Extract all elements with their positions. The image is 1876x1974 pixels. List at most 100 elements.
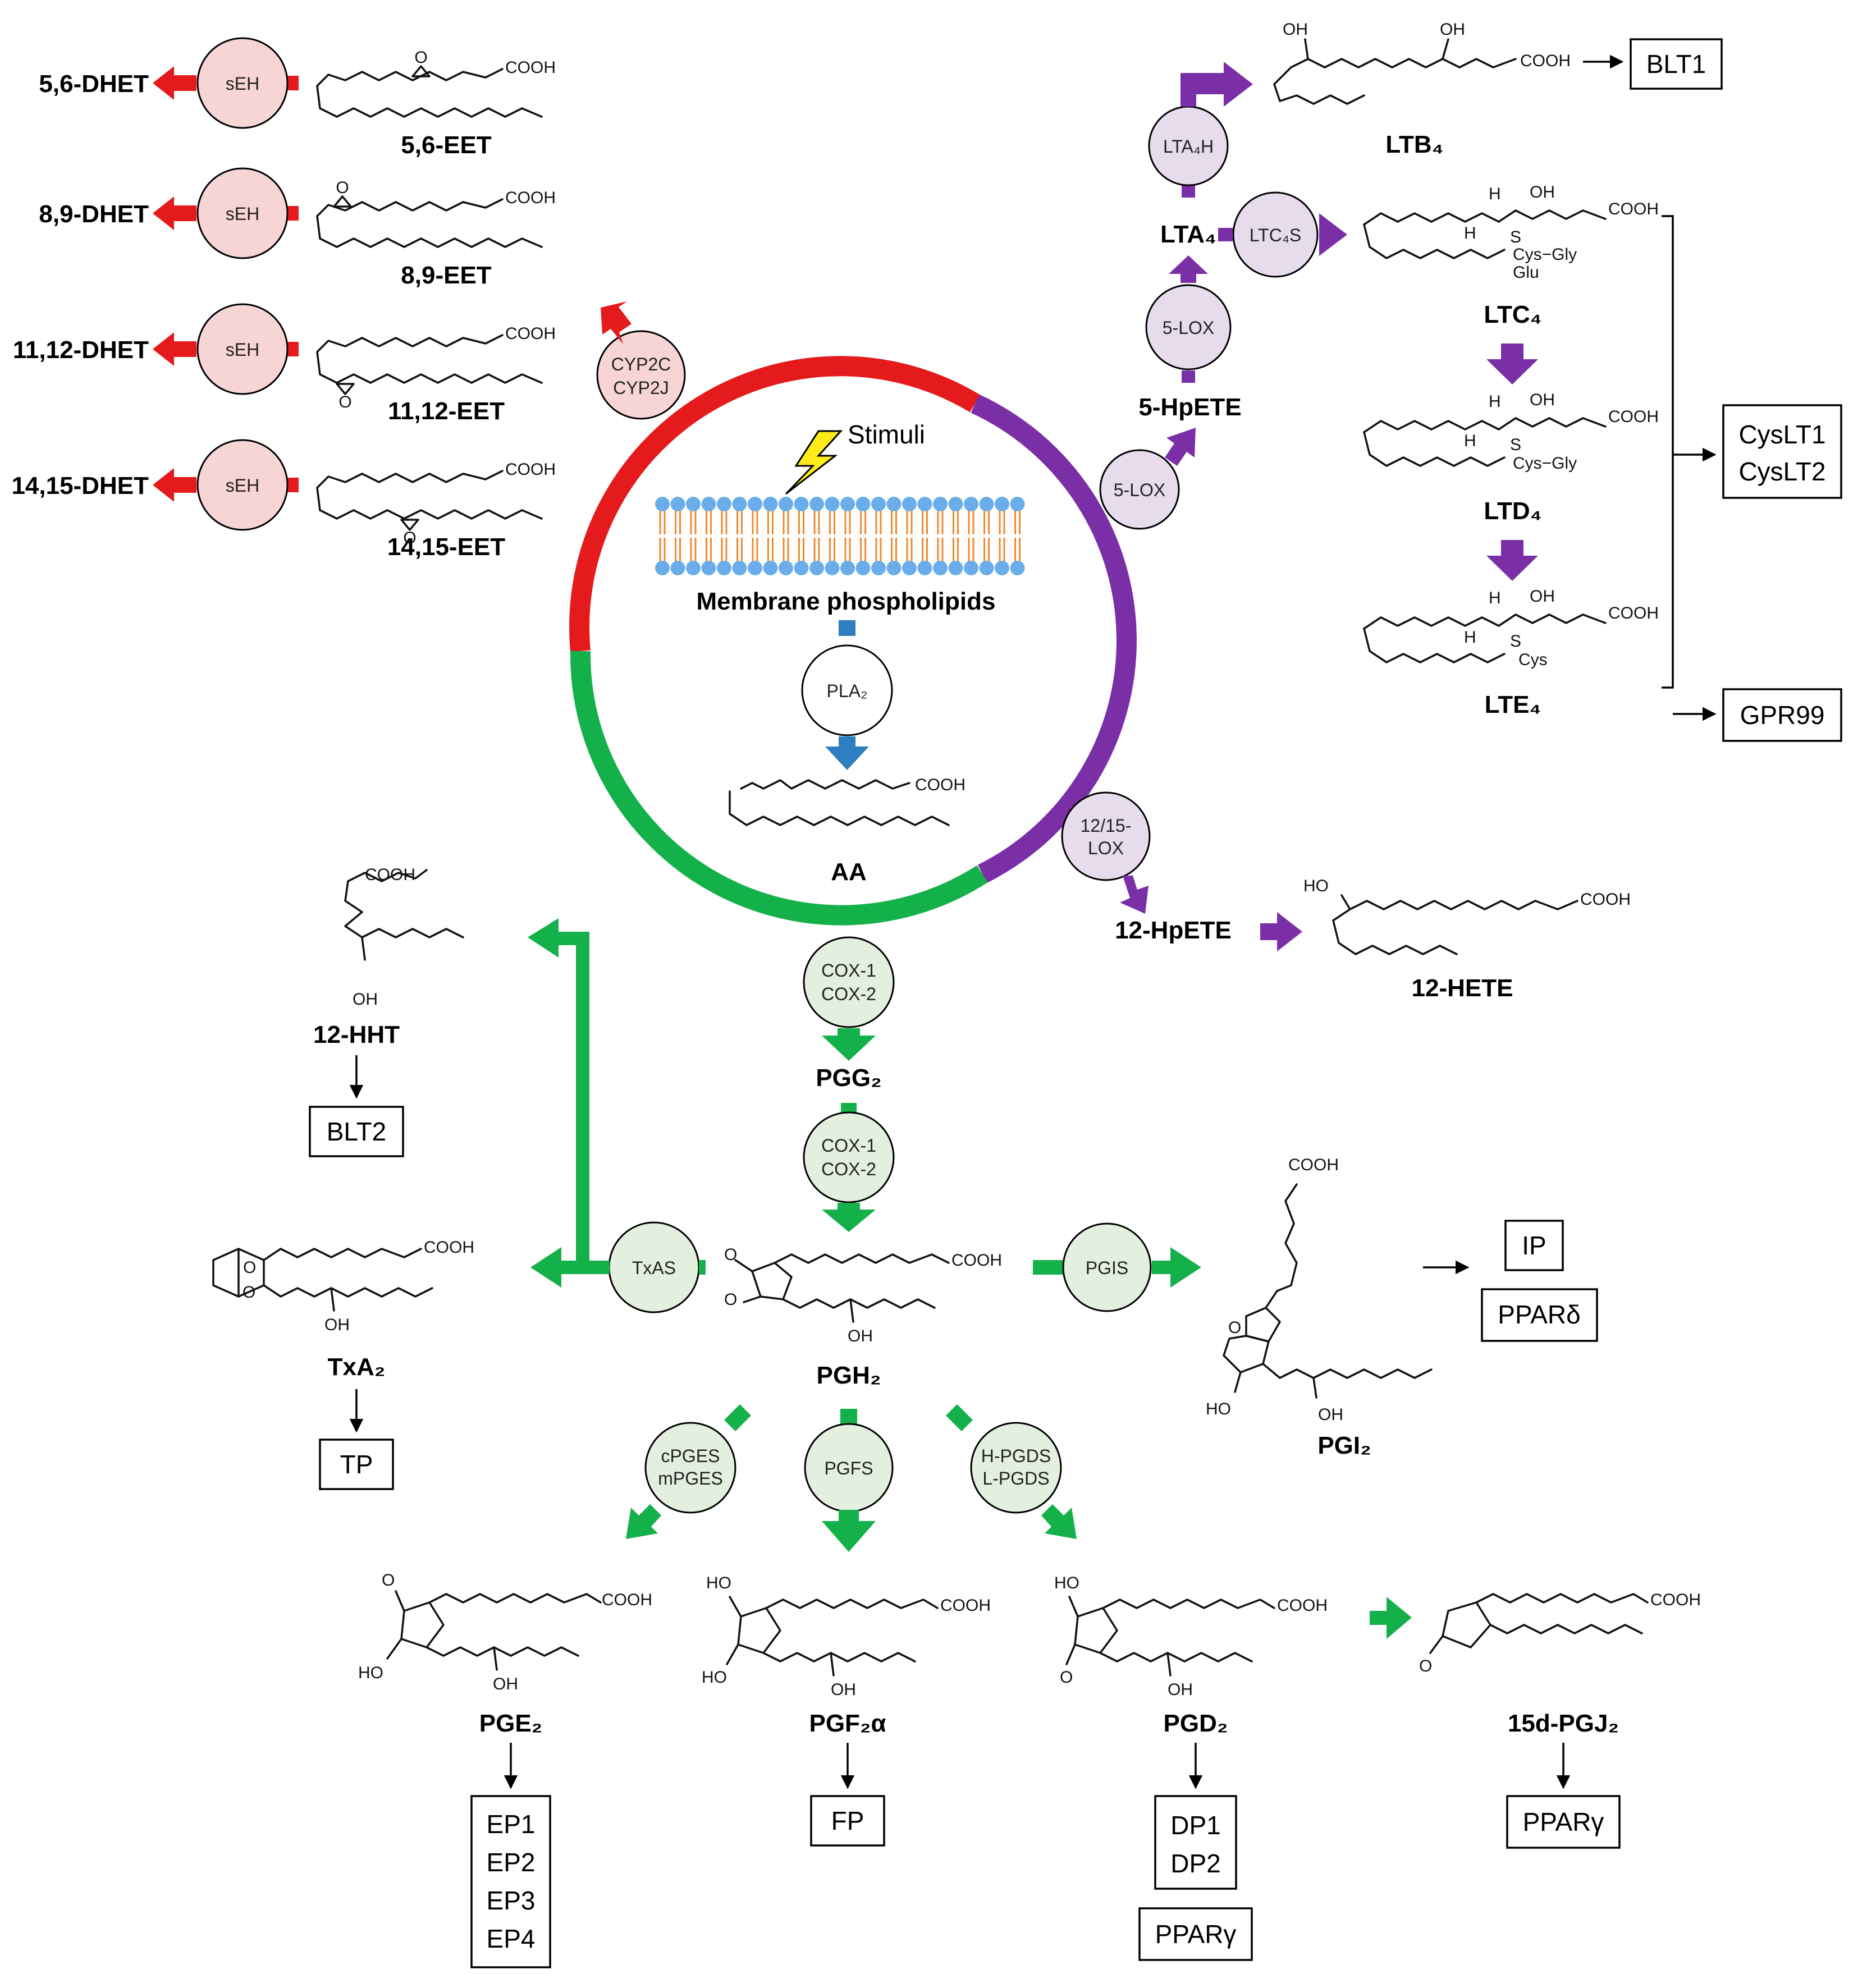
ltb4-oh-2: OH <box>1440 20 1465 39</box>
pge2-cooh: COOH <box>602 1591 652 1609</box>
cyp-ring-arc <box>569 356 981 652</box>
txa2-oh: OH <box>324 1316 350 1334</box>
pges-arrow-stem <box>724 1404 751 1431</box>
lipid-head <box>670 561 685 575</box>
pgd2-arrow <box>1041 1504 1077 1539</box>
stimuli-label: Stimuli <box>848 420 925 449</box>
pgf2a-label: PGF₂α <box>809 1710 886 1737</box>
cox-ring-arc <box>570 651 988 926</box>
lipid-head <box>794 561 809 575</box>
ltc4s-enzyme <box>1232 191 1319 278</box>
epoxide-o: O <box>338 393 351 411</box>
txa2-label: TxA₂ <box>328 1353 386 1381</box>
pgd2-cooh: COOH <box>1277 1596 1328 1615</box>
pparg-j-label: PPARγ <box>1523 1807 1604 1836</box>
txa2-arrow <box>530 1247 610 1288</box>
pge2-arrow <box>626 1504 661 1539</box>
ep3-label: EP3 <box>487 1886 536 1915</box>
12-hht-cooh: COOH <box>365 865 415 884</box>
cox-enzyme-1 <box>803 936 895 1028</box>
eet-label: 8,9-EET <box>401 262 492 289</box>
cox-1-label: COX-1 <box>821 960 876 981</box>
12-hpete-arrow <box>1120 876 1149 914</box>
ltb4-cooh: COOH <box>1520 52 1571 70</box>
pgg2-label: PGG₂ <box>816 1064 881 1092</box>
lipid-head <box>717 561 731 575</box>
5-hpete-label: 5-HpETE <box>1138 393 1241 421</box>
15d-pgj2-structure: O COOH <box>1419 1591 1701 1675</box>
pge2-o: O <box>382 1571 395 1590</box>
5-lox-enzyme <box>1145 284 1232 370</box>
dhet-arrow <box>153 468 196 502</box>
pgis-enzyme <box>1062 1222 1152 1312</box>
epoxide-o: O <box>403 529 416 547</box>
cox-2-label: COX-2 <box>821 984 876 1004</box>
pla2-enzyme <box>801 644 893 736</box>
lipid-head <box>748 561 762 575</box>
lipid-head <box>995 561 1009 575</box>
eet-chain-upper <box>316 198 504 217</box>
12-15-lox-label-1: 12/15- <box>1081 816 1132 836</box>
txa2-structure: O O COOH OH <box>212 1238 474 1334</box>
pgfs-label: PGFS <box>824 1458 873 1478</box>
pgd2-ho: HO <box>1054 1574 1079 1592</box>
eet-chain-lower <box>316 85 543 118</box>
12-hht-label: 12-HHT <box>313 1021 400 1048</box>
12-hht-oh: OH <box>353 990 378 1009</box>
fp-label: FP <box>831 1806 864 1835</box>
lipid-head <box>1010 497 1025 511</box>
15d-pgj2-cooh: COOH <box>1650 1591 1701 1609</box>
lta4-arrow <box>1169 255 1208 283</box>
12-hht-arrow <box>528 918 589 1261</box>
ltd4-h-2: H <box>1464 432 1476 450</box>
seh-stem <box>286 206 299 221</box>
ep4-label: EP4 <box>487 1924 536 1953</box>
aa-cooh: COOH <box>915 776 966 794</box>
eet-cooh: COOH <box>505 324 556 343</box>
eet-label: 14,15-EET <box>387 533 505 561</box>
lipid-head <box>701 561 716 575</box>
lipid-head <box>948 497 963 511</box>
lta4-label: LTA₄ <box>1160 221 1216 248</box>
seh-enzyme <box>196 303 289 395</box>
epoxide-ring <box>336 383 355 395</box>
lipid-head <box>840 561 855 575</box>
lipid-head <box>670 497 685 511</box>
seh-stem <box>286 342 299 356</box>
pgis-label: PGIS <box>1086 1258 1128 1278</box>
mpges-label: mPGES <box>658 1468 723 1488</box>
lta4h-arrow-stem <box>1182 185 1195 198</box>
lipid-head <box>933 497 948 511</box>
ltb4-label: LTB₄ <box>1385 131 1443 158</box>
ltd4-arrow <box>1486 343 1538 384</box>
12-hete-structure: HO COOH <box>1303 877 1631 955</box>
lipid-head <box>701 497 716 511</box>
lipid-head <box>886 497 902 511</box>
pgd2-oh: OH <box>1168 1680 1193 1699</box>
pgf2a-ho-1: HO <box>706 1574 731 1592</box>
12-hpete-label: 12-HpETE <box>1115 917 1232 944</box>
lipid-head <box>855 561 871 575</box>
ltd4-structure: H OH H S Cys−Gly COOH <box>1363 391 1659 473</box>
fp-box <box>810 1795 885 1847</box>
lta4h-label: LTA₄H <box>1163 136 1214 157</box>
dhet-label: 11,12-DHET <box>13 336 149 364</box>
lipid-head <box>732 561 747 575</box>
epoxide-o: O <box>414 48 427 67</box>
lipid-head <box>948 561 963 575</box>
5-lox-enzyme-ring <box>1099 449 1180 530</box>
ltc4-cys-gly: Cys−Gly <box>1513 245 1577 264</box>
pge2-ho: HO <box>358 1664 383 1682</box>
dp1-label: DP1 <box>1170 1811 1220 1840</box>
cox-2-label-b: COX-2 <box>821 1159 876 1179</box>
pparg-d-box <box>1138 1907 1253 1961</box>
seh-label: sEH <box>226 475 259 496</box>
ltc4-label: LTC₄ <box>1484 301 1541 328</box>
5-lox-arrow-stem <box>1182 370 1195 383</box>
lte4-label: LTE₄ <box>1485 691 1541 718</box>
lipid-head <box>979 561 994 575</box>
lipid-head <box>809 561 824 575</box>
dhet-label: 8,9-DHET <box>39 200 149 228</box>
